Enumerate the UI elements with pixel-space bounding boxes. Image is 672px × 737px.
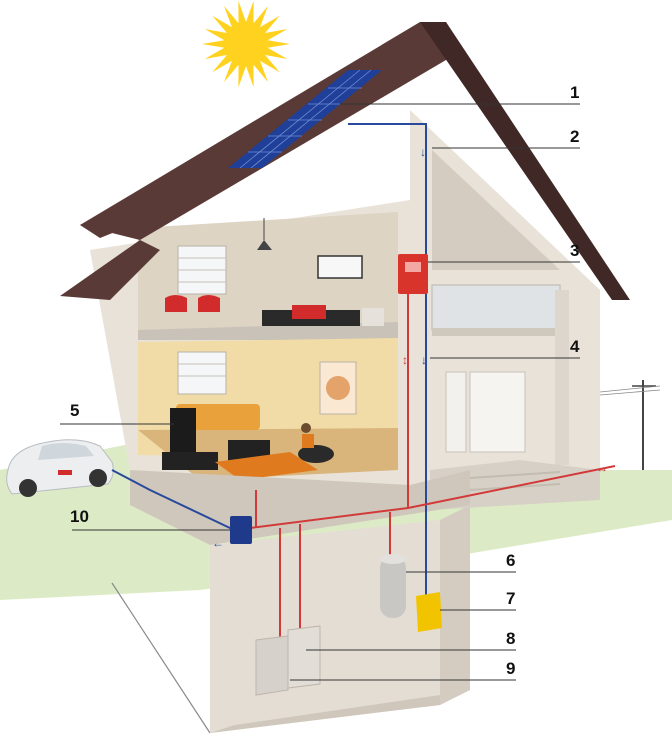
battery-cabinet-2: [287, 625, 321, 689]
basement-side: [440, 505, 470, 705]
house-floor-slab: [130, 470, 470, 545]
rug: [215, 452, 318, 480]
upper-room-floor: [138, 322, 398, 340]
porch-column: [555, 290, 569, 465]
solar-panel-icon: [228, 69, 382, 169]
meter: [416, 592, 442, 632]
sofa: [176, 404, 260, 430]
callout-label-1: 1: [570, 83, 579, 102]
tv-screen: [170, 408, 196, 454]
lower-window: [177, 351, 227, 395]
roof-left-overhang: [60, 240, 160, 300]
svg-text:↓: ↓: [421, 353, 427, 367]
callout-label-7: 7: [506, 589, 515, 608]
bed-cover: [292, 305, 326, 319]
roof-right-edge: [420, 22, 630, 300]
ground-cut-line: [111, 582, 211, 734]
storage-tank: [380, 554, 406, 618]
front-window: [469, 371, 526, 453]
wall-art-upper: [317, 255, 363, 279]
svg-text:↓: ↓: [420, 145, 426, 159]
tv-stand: [162, 452, 218, 470]
red-chair-2: [198, 295, 220, 312]
roof-lower-eave: [80, 200, 160, 238]
battery-cabinet-1: [255, 635, 289, 696]
ac-wiring: [249, 290, 616, 646]
red-chair-1: [165, 295, 187, 312]
balcony-glass: [431, 284, 561, 331]
svg-text:↕: ↕: [402, 353, 408, 367]
power-pole-icon: [599, 380, 661, 470]
sun-icon: [202, 0, 290, 88]
callout-label-5: 5: [70, 401, 79, 420]
balcony-slab: [432, 328, 567, 336]
person: [301, 423, 311, 433]
basement-floor: [210, 695, 440, 733]
callout-label-6: 6: [506, 551, 515, 570]
svg-text:←: ←: [212, 536, 224, 550]
callout-label-8: 8: [506, 629, 515, 648]
house-right-gable: [432, 150, 560, 270]
callout-label-2: 2: [570, 127, 579, 146]
callout-label-10: 10: [70, 507, 89, 526]
pendant-lamp: [257, 240, 272, 250]
svg-text:↔: ↔: [596, 461, 608, 475]
nightstand: [362, 308, 384, 326]
callout-label-9: 9: [506, 659, 515, 678]
callout-label-4: 4: [570, 337, 580, 356]
inverter: [398, 254, 428, 294]
callout-label-3: 3: [570, 241, 579, 260]
car-icon: [6, 439, 114, 497]
callouts: 1 2 3 4 5 6 7 8 9 10: [60, 83, 580, 681]
solar-panel: [228, 70, 382, 168]
front-door: [445, 371, 467, 453]
wallbox: [230, 516, 252, 544]
papasan-chair: [298, 445, 334, 463]
